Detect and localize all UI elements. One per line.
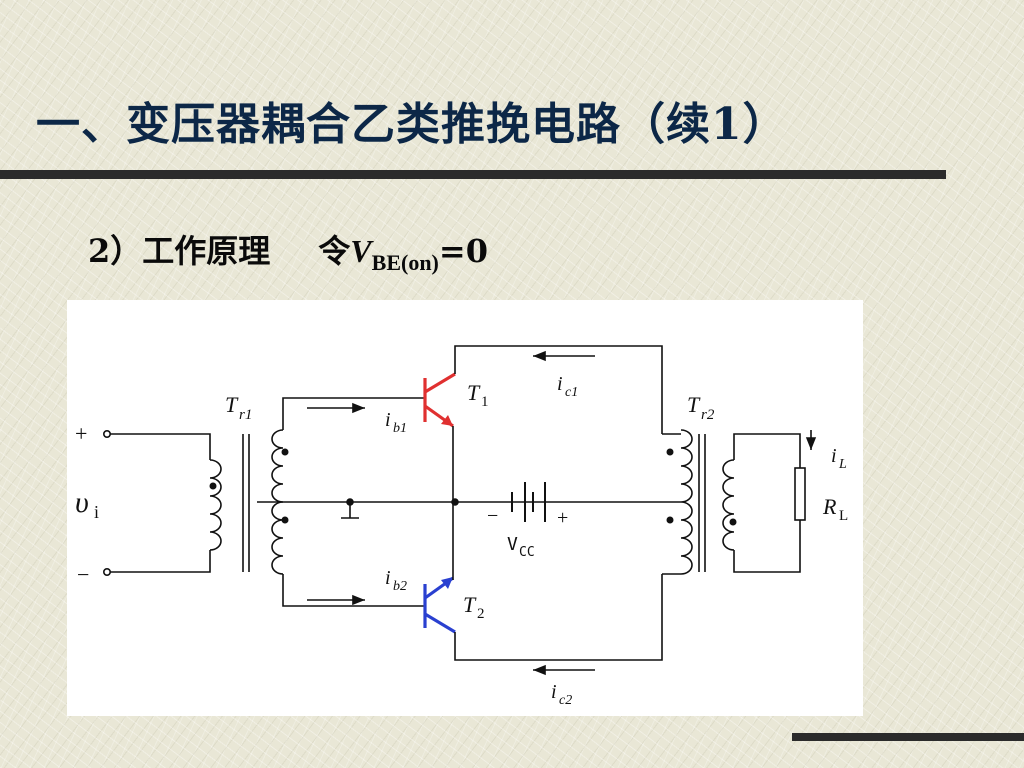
vcc-minus-label: − [487,505,498,527]
ic1-subscript: c1 [565,385,578,400]
input-minus-label: − [77,562,89,587]
ib1-label: i [385,409,391,431]
il-subscript: L [838,457,847,472]
transistor-t2 [423,576,456,634]
il-label: i [831,445,837,467]
t1-emitter-arrow [441,415,453,426]
tr2-label: T [687,392,701,417]
slide-subtitle: 2）工作原理 令VBE(on)=0 [88,226,488,276]
subtitle-ling: 令 [318,232,351,270]
t1-subscript: 1 [481,394,489,410]
t2-emitter-arrow [441,577,453,589]
subtitle-equals: =0 [438,232,488,270]
t2-label: T [463,592,477,617]
ib2-label: i [385,567,391,589]
tr2-polarity-dots [666,448,737,526]
ic1-label: i [557,373,563,395]
emitter-junction-dot [451,498,459,506]
slide-title: 一、变压器耦合乙类推挽电路（续1） [36,99,788,150]
footer-divider [792,733,1024,741]
vcc-subscript: CC [519,545,535,560]
tr1-subscript: r1 [239,407,252,423]
subtitle-subscript: BE(on) [371,250,439,275]
tr1-polarity-dots [209,448,289,524]
title-divider [0,170,946,179]
ib1-subscript: b1 [393,421,407,436]
tr1-secondary-wiring [257,397,681,607]
vcc-plus-label: + [557,507,568,529]
tr2-subscript: r2 [701,407,715,423]
input-plus-label: + [75,421,87,446]
tr1-label: T [225,392,239,417]
ib2-subscript: b2 [393,579,407,594]
t2-subscript: 2 [477,606,485,622]
transistor-t1 [423,372,456,428]
subtitle-variable: V [350,233,372,269]
ic2-subscript: c2 [559,693,572,708]
transformer-tr2 [662,429,801,575]
load-resistor [794,467,806,521]
rl-label: R [822,494,837,519]
vcc-label: V [507,534,518,555]
rl-subscript: L [839,508,848,524]
ground-junction-dot [346,498,354,506]
push-pull-circuit-diagram: + − υ i T r1 i b1 i b2 T 1 [67,300,863,716]
subtitle-prefix: 2）工作原理 [88,232,271,270]
ic2-label: i [551,681,557,703]
vcc-battery [511,482,546,522]
input-voltage-subscript: i [94,502,99,522]
t1-label: T [467,380,481,405]
input-terminals [102,430,211,576]
input-voltage-symbol: υ [75,486,89,519]
